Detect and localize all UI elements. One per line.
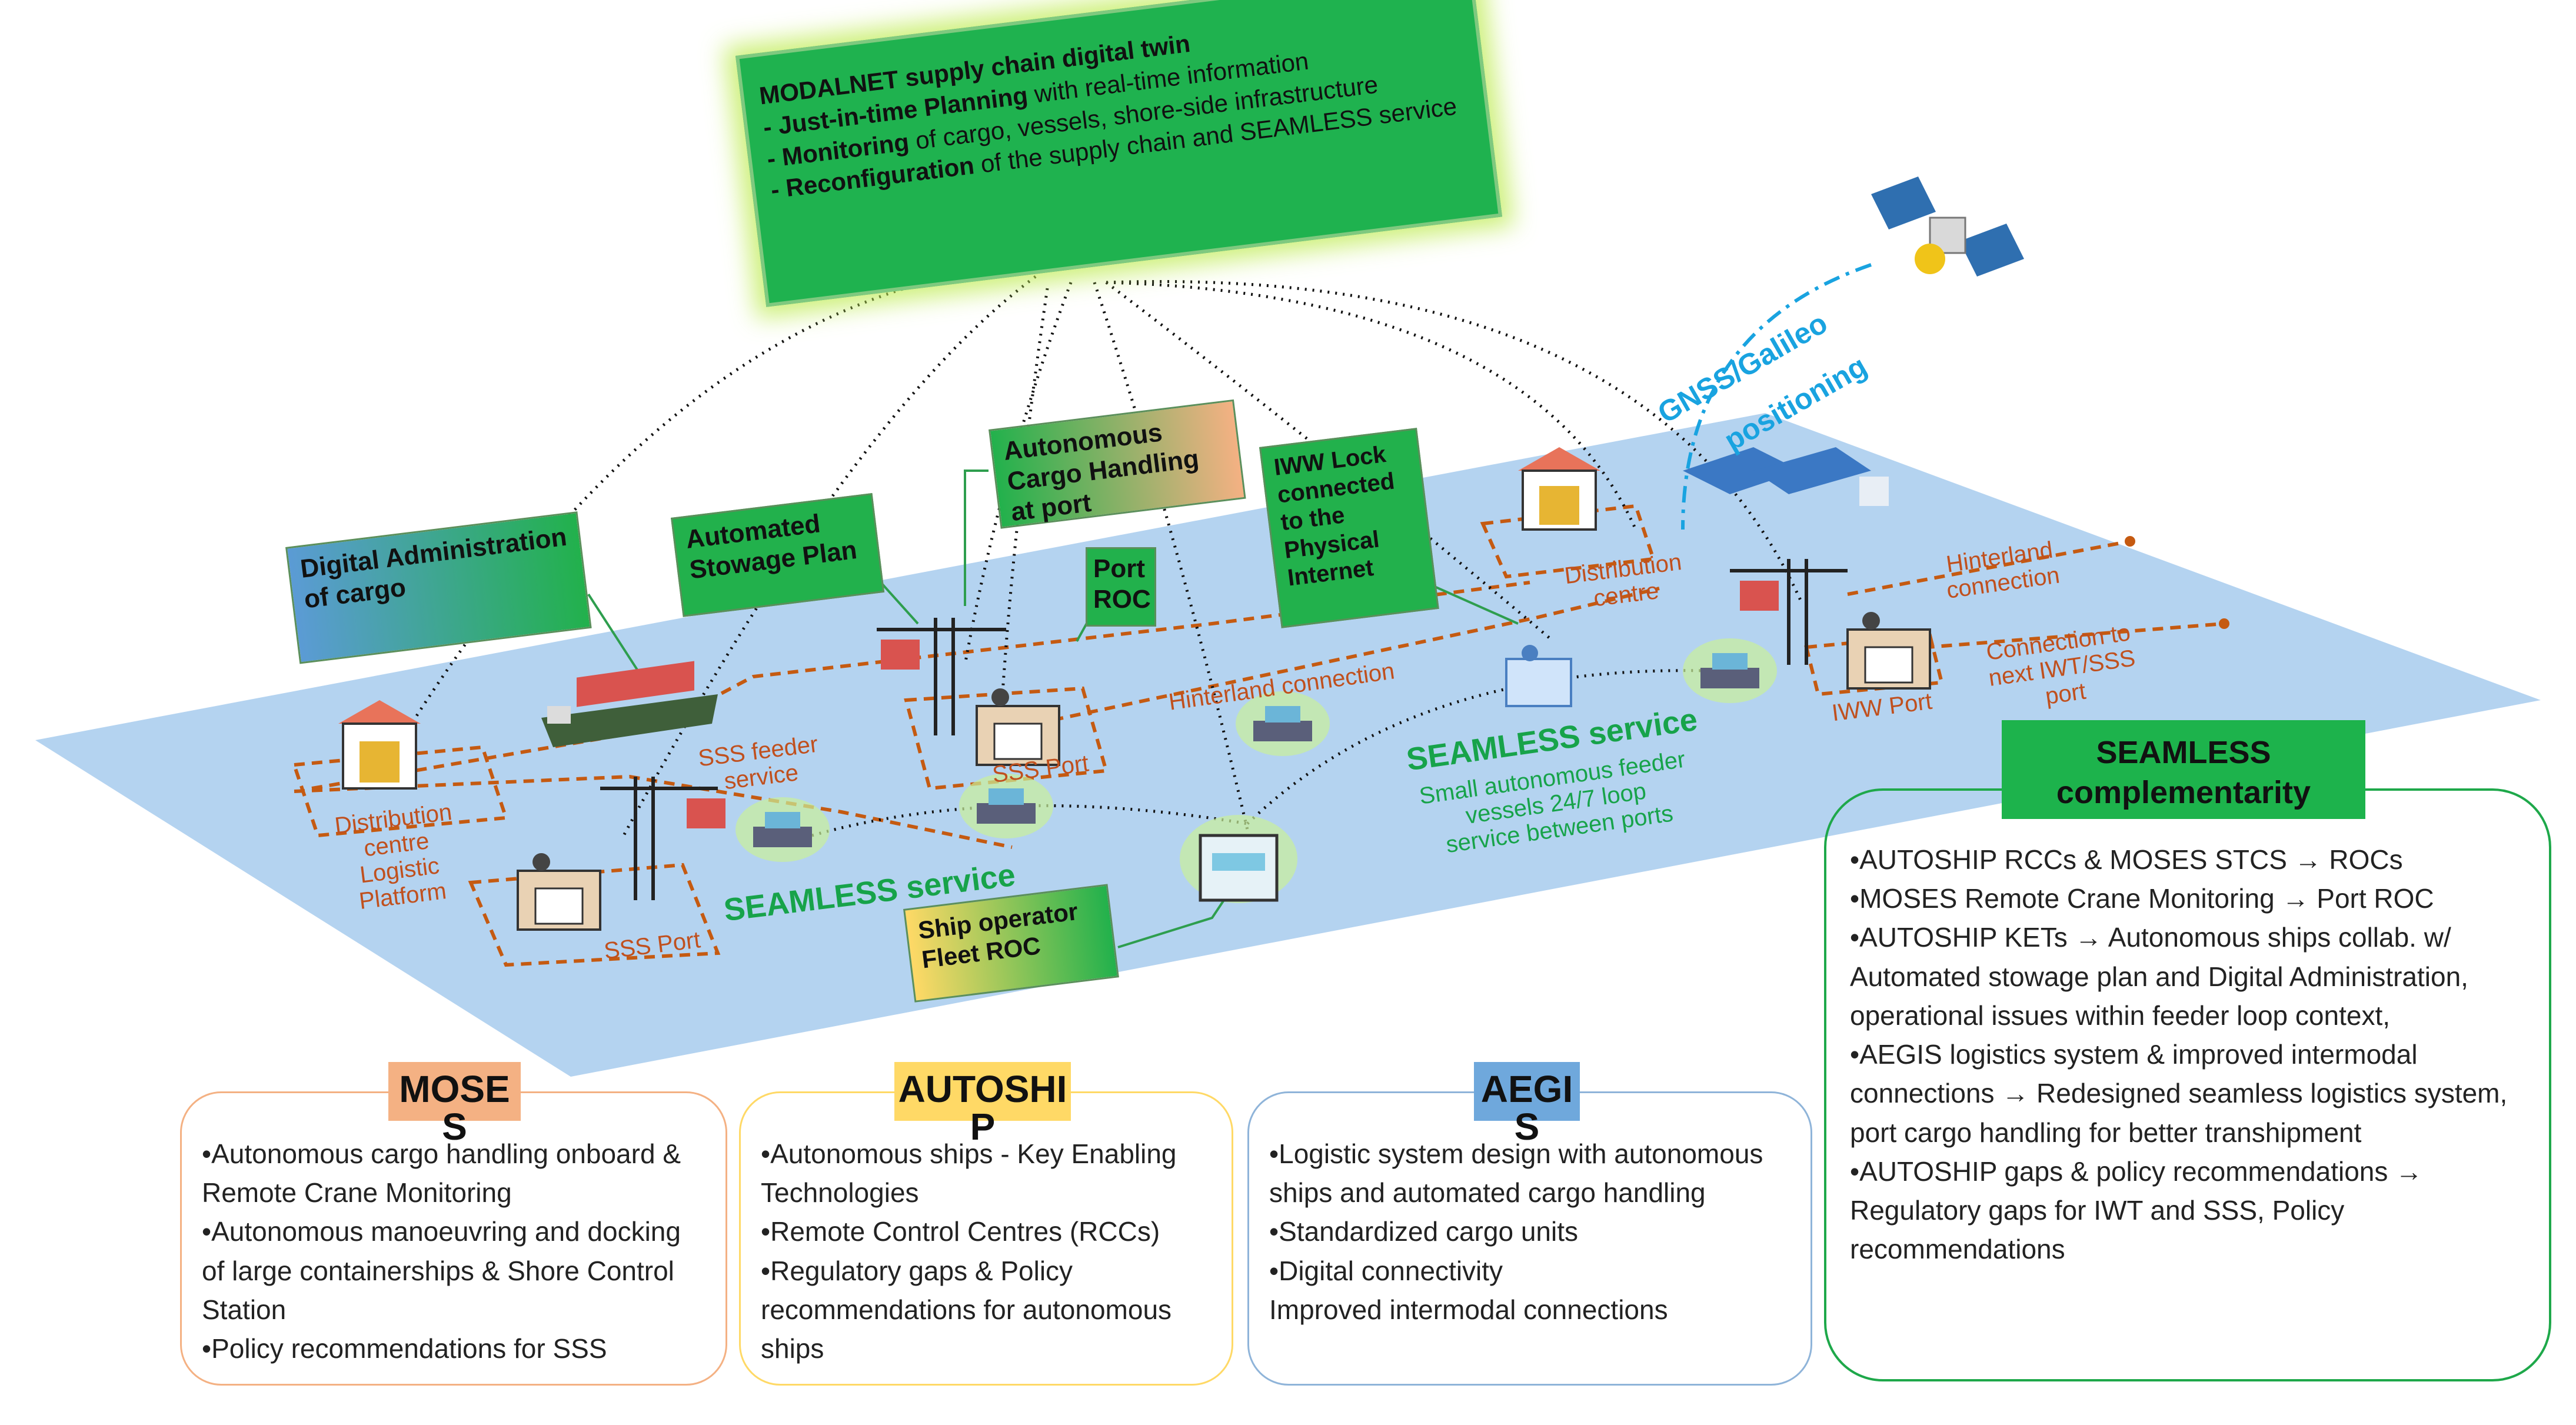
iww-lock-label: IWW Lock connected to the Physical Inter… [1272,441,1396,591]
port-building-icon [976,688,1060,766]
project-item: Improved intermodal connections [1269,1294,1668,1325]
complementarity-item: •AUTOSHIP gaps & policy recommendations … [1850,1156,2423,1265]
crane-icon [877,618,1006,735]
project-box-moses: •Autonomous cargo handling onboard & Rem… [180,1091,727,1386]
project-item: •Remote Control Centres (RCCs) [761,1216,1160,1247]
crane-icon [600,777,725,900]
warehouse-icon [338,700,421,790]
containership-icon [541,661,718,747]
project-item: •Policy recommendations for SSS [202,1333,607,1364]
project-item: •Autonomous ships - Key Enabling Technol… [761,1138,1184,1208]
stowage-label: Automated Stowage Plan [684,509,859,585]
project-title-moses: MOSES [388,1062,521,1146]
complementarity-title: SEAMLESS complementarity [2002,720,2365,819]
project-box-autoship: •Autonomous ships - Key Enabling Technol… [739,1091,1233,1386]
lock-building-icon [1505,645,1572,707]
complementarity-item: •MOSES Remote Crane Monitoring → Port RO… [1850,883,2434,914]
project-item: •Standardized cargo units [1269,1216,1578,1247]
label-hinterland-right: Hinterlandconnection [1941,537,2061,604]
route-dots [2125,536,2229,629]
fleet-roc-label: Ship operator Fleet ROC [916,897,1080,974]
project-item: •Digital connectivity [1269,1255,1503,1286]
complementarity-box: •AUTOSHIP RCCs & MOSES STCS → ROCs •MOSES… [1824,788,2551,1381]
complementarity-item: •AUTOSHIP KETs → Autonomous ships collab… [1850,922,2468,1031]
complementarity-item: •AEGIS logistics system & improved inter… [1850,1039,2508,1148]
warehouse-icon [1518,447,1600,531]
port-roc-callout: Port ROC [1086,547,1156,627]
truck-icon [1683,447,1889,506]
crane-icon [1730,559,1848,665]
port-roc-label: Port ROC [1093,554,1151,614]
gnss-link [1681,263,1872,530]
iww-lock-callout: IWW Lock connected to the Physical Inter… [1259,428,1439,628]
control-station-icon [1180,815,1297,903]
project-title-aegis: AEGIS [1474,1062,1580,1146]
satellite-icon [1871,177,2024,277]
project-item: •Regulatory gaps & Policy recommendation… [761,1255,1179,1364]
project-item: •Logistic system design with autonomous … [1269,1138,1771,1208]
label-distribution-left: DistributioncentreLogisticPlatform [333,799,462,916]
port-building-icon [1846,612,1931,690]
project-item: •Autonomous cargo handling onboard & Rem… [202,1138,688,1208]
project-item: •Autonomous manoeuvring and docking of l… [202,1216,688,1325]
complementarity-list: •AUTOSHIP RCCs & MOSES STCS → ROCs •MOSES… [1850,840,2532,1269]
port-building-icon [517,853,601,931]
project-title-autoship: AUTOSHIP [894,1062,1071,1146]
complementarity-item: •AUTOSHIP RCCs & MOSES STCS → ROCs [1850,844,2403,875]
project-box-aegis: •Logistic system design with autonomous … [1247,1091,1812,1386]
feeder-vessels [735,638,1777,862]
